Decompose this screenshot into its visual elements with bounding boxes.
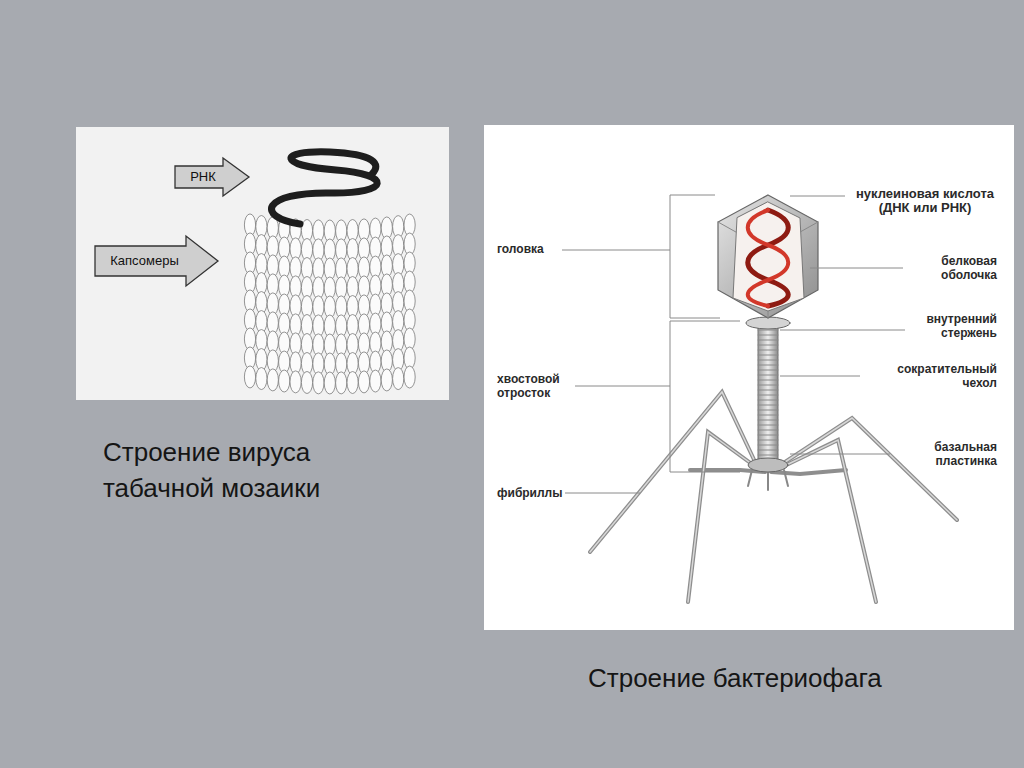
sheath-ring xyxy=(758,345,778,346)
sheath-ring xyxy=(758,340,778,341)
leader-lines xyxy=(562,195,905,493)
sheath-ring xyxy=(758,425,778,426)
sheath-ring xyxy=(758,395,778,396)
part-label: внутренний стержень xyxy=(897,312,997,340)
figure-caption-text: Строение вируса табачной мозаики xyxy=(103,437,320,503)
part-label: фибриллы xyxy=(497,486,607,500)
sheath-ring xyxy=(758,450,778,451)
capsomer xyxy=(347,372,358,394)
figure-caption-text: Строение бактериофага xyxy=(588,663,882,693)
capsomer xyxy=(279,370,290,392)
sheath-ring xyxy=(758,440,778,441)
capsomer xyxy=(381,369,392,391)
capsomer xyxy=(324,372,335,394)
rna-helix xyxy=(271,152,377,224)
sheath-ring xyxy=(758,420,778,421)
capsomer xyxy=(290,371,301,393)
sheath-ring xyxy=(758,445,778,446)
sheath-ring xyxy=(758,355,778,356)
arrow-text: Капсомеры xyxy=(95,246,194,276)
figure-caption: Строение вируса табачной мозаики xyxy=(103,434,403,506)
arrow-outline xyxy=(95,236,218,286)
sheath-ring xyxy=(758,375,778,376)
capsomer xyxy=(393,368,404,390)
part-label: белковая оболочка xyxy=(907,254,997,282)
sheath-ring xyxy=(758,390,778,391)
sheath-ring xyxy=(758,365,778,366)
sheath-ring xyxy=(758,335,778,336)
part-label: нуклеиновая кислота (ДНК или РНК) xyxy=(850,187,1000,215)
capsomer xyxy=(404,366,415,388)
part-label-text: головка xyxy=(497,242,544,256)
figure-caption: Строение бактериофага xyxy=(588,660,1008,696)
sheath-ring xyxy=(758,360,778,361)
tmv-panel xyxy=(76,127,449,400)
sheath-ring xyxy=(758,405,778,406)
sheath-ring xyxy=(758,400,778,401)
sheath-ring xyxy=(758,330,778,331)
arrow-outline xyxy=(175,158,249,196)
phage-figure xyxy=(590,195,957,602)
sheath-ring xyxy=(758,435,778,436)
part-label-text: внутренний стержень xyxy=(926,312,997,340)
capsomer xyxy=(301,371,312,393)
arrow-callout: Капсомеры xyxy=(95,236,218,286)
arrow-callout: РНК xyxy=(175,158,249,196)
arrow-text: РНК xyxy=(175,166,231,188)
part-label-text: хвостовой отросток xyxy=(497,372,560,400)
capsomer xyxy=(336,372,347,394)
part-label-text: нуклеиновая кислота (ДНК или РНК) xyxy=(856,186,994,215)
sheath-ring xyxy=(758,380,778,381)
part-label: сократительный чехол xyxy=(867,362,997,390)
capsomer xyxy=(267,369,278,391)
sheath-ring xyxy=(758,455,778,456)
part-label: базальная пластинка xyxy=(897,440,997,468)
sheath-ring xyxy=(758,415,778,416)
sheath-ring xyxy=(758,370,778,371)
sheath-ring xyxy=(758,385,778,386)
part-label-text: базальная пластинка xyxy=(934,440,997,468)
part-label: хвостовой отросток xyxy=(497,372,597,400)
sheath-ring xyxy=(758,350,778,351)
sheath-ring xyxy=(758,430,778,431)
capsomer xyxy=(244,366,255,388)
part-label-text: сократительный чехол xyxy=(897,362,997,390)
capsomer xyxy=(358,371,369,393)
part-label: головка xyxy=(497,242,607,256)
capsomer-stack xyxy=(244,214,415,394)
capsomer xyxy=(256,368,267,390)
part-label-text: белковая оболочка xyxy=(941,254,997,282)
phage-panel xyxy=(484,125,1014,630)
capsomer xyxy=(313,372,324,394)
sheath-ring xyxy=(758,410,778,411)
capsomer xyxy=(370,370,381,392)
part-label-text: фибриллы xyxy=(497,486,563,500)
